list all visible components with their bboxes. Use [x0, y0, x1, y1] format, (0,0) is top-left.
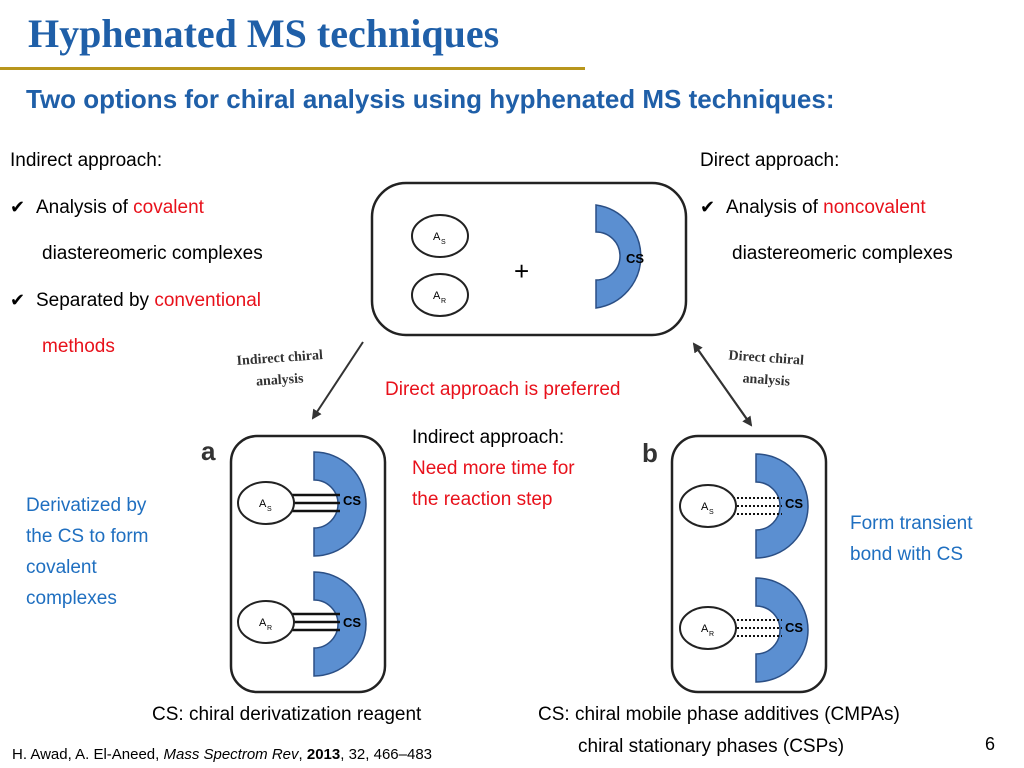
- indirect-bullet-1: ✔ Analysis of covalent: [10, 184, 263, 231]
- reference-volume-pages: , 32, 466–483: [340, 746, 433, 763]
- panel-a-label: a: [201, 436, 216, 466]
- selector-a2-label: CS: [343, 615, 361, 630]
- derivatized-note-line: the CS to form: [26, 526, 149, 547]
- plus-sign: +: [514, 256, 529, 286]
- indirect-bullet-2-highlight: conventional: [154, 290, 262, 311]
- analyte-r-b: [679, 606, 737, 650]
- slide-title: Hyphenated MS techniques: [28, 11, 500, 56]
- checkmark-icon: ✔: [700, 197, 716, 217]
- derivatized-note-line: complexes: [26, 588, 117, 609]
- transient-note-line: Form transient: [850, 513, 973, 534]
- indirect-time-heading: Indirect approach:: [412, 427, 565, 448]
- indirect-time-line2: the reaction step: [412, 489, 553, 510]
- slide-subtitle: Two options for chiral analysis using hy…: [26, 84, 835, 114]
- direct-bullet-1-line2: diastereomeric complexes: [732, 243, 953, 264]
- chiral-selector-shape: [595, 204, 642, 309]
- indirect-arrow-label-1: Indirect chiral: [236, 348, 323, 369]
- indirect-bullet-2: ✔ Separated by conventional: [10, 277, 263, 324]
- chiral-selector-label: CS: [626, 251, 644, 266]
- reference-citation: H. Awad, A. El-Aneed, Mass Spectrom Rev,…: [12, 746, 432, 763]
- indirect-bullet-1-line2: diastereomeric complexes: [42, 243, 263, 264]
- indirect-approach-block: Indirect approach: ✔ Analysis of covalent…: [10, 138, 263, 370]
- indirect-bullet-2-line2: methods: [42, 336, 115, 357]
- transient-note-line: bond with CS: [850, 544, 964, 565]
- derivatized-note-line: covalent: [26, 557, 97, 578]
- analyte-s-a-sub: S: [267, 506, 272, 513]
- analyte-s-b-label: A: [701, 501, 709, 513]
- reference-separator: ,: [298, 746, 307, 763]
- analyte-r-a-sub: R: [267, 625, 272, 632]
- analyte-s-subscript: S: [441, 239, 446, 246]
- analyte-s-circle: [411, 214, 469, 258]
- reference-authors: H. Awad, A. El-Aneed,: [12, 746, 164, 763]
- analyte-s-a: [237, 481, 295, 525]
- analyte-r-b-sub: R: [709, 631, 714, 638]
- caption-derivatization: CS: chiral derivatization reagent: [152, 704, 422, 725]
- caption-cmpa: CS: chiral mobile phase additives (CMPAs…: [538, 704, 900, 725]
- analyte-r-a-label: A: [259, 617, 267, 629]
- derivatized-note: Derivatized by the CS to form covalent c…: [26, 490, 149, 614]
- transient-bond-note: Form transient bond with CS: [850, 508, 972, 570]
- analyte-s-label: A: [433, 231, 441, 243]
- reference-year: 2013: [306, 746, 341, 763]
- indirect-bullet-1-highlight: covalent: [133, 197, 204, 218]
- direct-preferred-note: Direct approach is preferred: [385, 379, 621, 400]
- panel-a-box: [229, 434, 387, 694]
- direct-bullet-1: ✔ Analysis of noncovalent: [700, 184, 953, 231]
- checkmark-icon: ✔: [10, 197, 26, 217]
- indirect-bullet-1-text: Analysis of: [36, 197, 134, 218]
- analyte-r-a: [237, 600, 295, 644]
- indirect-heading: Indirect approach:: [10, 150, 163, 171]
- analyte-r-subscript: R: [441, 298, 446, 305]
- analyte-r-circle: [411, 273, 469, 317]
- direct-arrow-label-2: analysis: [742, 371, 791, 389]
- caption-csp: chiral stationary phases (CSPs): [578, 736, 845, 757]
- selector-b2-label: CS: [785, 620, 803, 635]
- title-underline: [0, 67, 585, 70]
- direct-heading: Direct approach:: [700, 150, 840, 171]
- analyte-r-b-label: A: [701, 623, 709, 635]
- direct-approach-block: Direct approach: ✔ Analysis of noncovalen…: [700, 138, 953, 277]
- derivatized-note-line: Derivatized by: [26, 495, 147, 516]
- panel-b-label: b: [642, 438, 658, 468]
- reference-journal: Mass Spectrom Rev: [163, 746, 299, 763]
- analyte-s-b: [679, 484, 737, 528]
- indirect-bullet-2-text: Separated by: [36, 290, 155, 311]
- direct-arrow-back: [692, 342, 752, 426]
- page-number: 6: [985, 734, 996, 754]
- indirect-time-note: Indirect approach: Need more time for th…: [412, 422, 575, 515]
- direct-bullet-1-text: Analysis of: [726, 197, 824, 218]
- analyte-r-label: A: [433, 290, 441, 302]
- analyte-s-a-label: A: [259, 498, 267, 510]
- checkmark-icon: ✔: [10, 290, 26, 310]
- indirect-time-line1: Need more time for: [412, 458, 575, 479]
- direct-bullet-1-highlight: noncovalent: [823, 197, 926, 218]
- selector-b1-label: CS: [785, 496, 803, 511]
- indirect-arrow-label-2: analysis: [256, 371, 305, 389]
- direct-arrow-label-1: Direct chiral: [728, 348, 805, 368]
- indirect-arrow: [311, 341, 364, 420]
- selector-a1-label: CS: [343, 493, 361, 508]
- analyte-s-b-sub: S: [709, 509, 714, 516]
